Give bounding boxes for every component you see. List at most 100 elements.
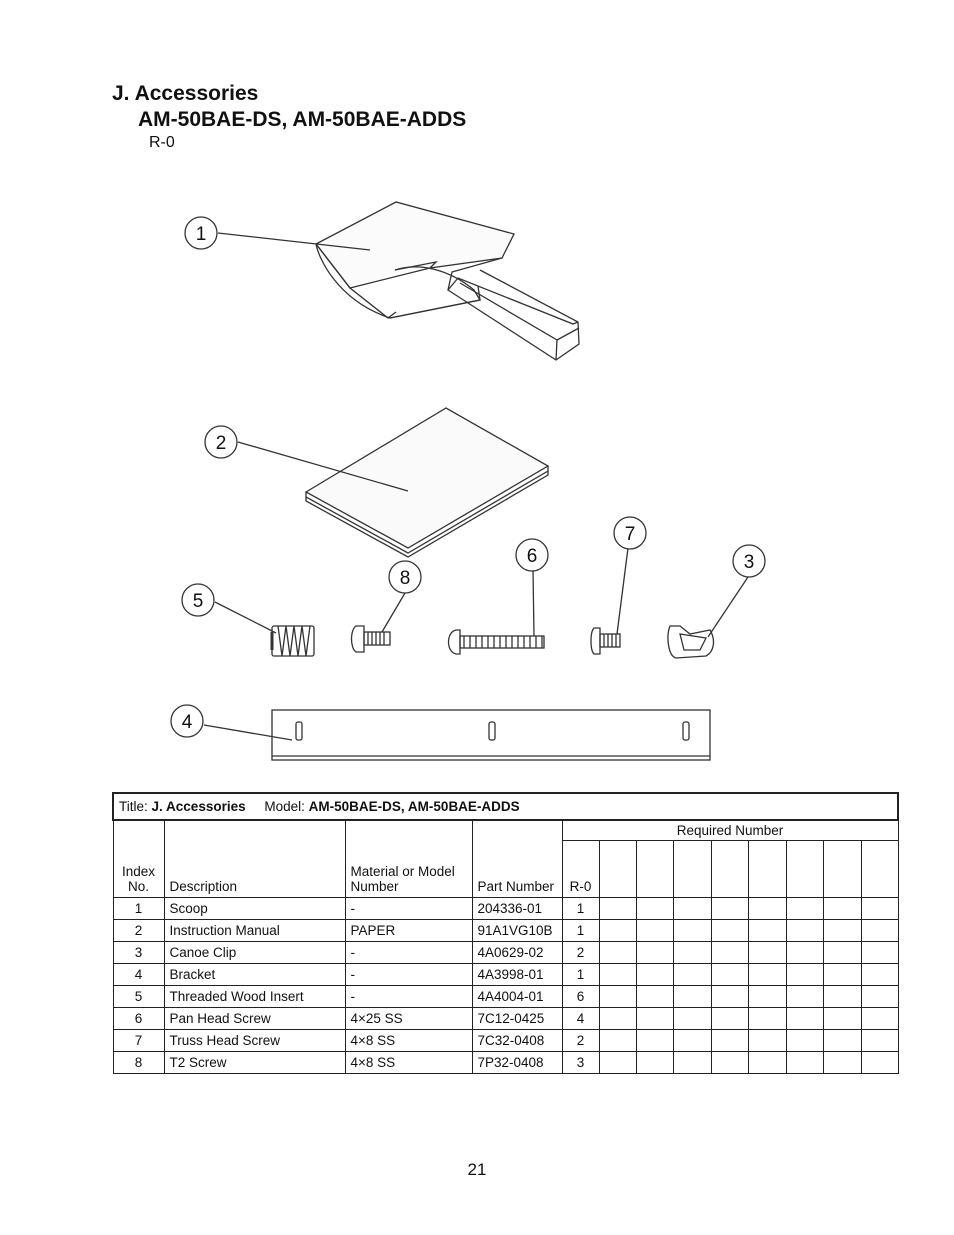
row-part-number: 4A0629-02: [471, 941, 563, 964]
row-material: -: [344, 941, 473, 964]
row-quantity-r0: 2: [561, 1029, 600, 1052]
row-empty-cell: [785, 1029, 824, 1052]
row-empty-cell: [747, 897, 787, 920]
row-empty-cell: [598, 1029, 637, 1052]
table-title-row: Title: J. Accessories Model: AM-50BAE-DS…: [112, 792, 899, 821]
exploded-parts-diagram: 1 2 3 4 5 6 7 8: [170, 201, 766, 761]
manual-illustration: [304, 407, 550, 558]
row-empty-cell: [672, 963, 712, 986]
row-empty-cell: [860, 897, 899, 920]
row-description: Scoop: [163, 897, 346, 920]
row-empty-cell: [710, 1051, 749, 1074]
row-empty-cell: [635, 919, 674, 942]
row-empty-cell: [822, 963, 862, 986]
row-empty-cell: [598, 1051, 637, 1074]
title-label: Title:: [119, 799, 148, 814]
row-index: 5: [112, 985, 165, 1008]
row-quantity-r0: 1: [561, 919, 600, 942]
callout-4: 4: [182, 712, 193, 733]
row-empty-cell: [785, 919, 824, 942]
row-empty-cell: [785, 897, 824, 920]
row-part-number: 204336-01: [471, 897, 563, 920]
row-empty-cell: [635, 1051, 674, 1074]
row-empty-cell: [710, 919, 749, 942]
row-empty-cell: [710, 897, 749, 920]
row-part-number: 7P32-0408: [471, 1051, 563, 1074]
callout-5: 5: [193, 591, 204, 612]
revision-label: R-0: [149, 134, 175, 151]
header-index: Index No.: [112, 819, 165, 898]
row-empty-cell: [635, 963, 674, 986]
row-index: 4: [112, 963, 165, 986]
row-empty-cell: [598, 985, 637, 1008]
row-empty-cell: [747, 1051, 787, 1074]
row-material: 4×8 SS: [344, 1029, 473, 1052]
row-empty-cell: [672, 897, 712, 920]
row-index: 7: [112, 1029, 165, 1052]
bracket-illustration: [271, 709, 711, 761]
row-empty-cell: [635, 985, 674, 1008]
row-empty-cell: [860, 1029, 899, 1052]
t2-screw-illustration: [350, 625, 391, 653]
row-empty-cell: [710, 1007, 749, 1030]
row-empty-cell: [710, 985, 749, 1008]
row-empty-cell: [598, 897, 637, 920]
canoe-clip-illustration: [667, 625, 715, 659]
pan-head-screw-illustration: [447, 629, 545, 655]
row-quantity-r0: 3: [561, 1051, 600, 1074]
row-part-number: 7C32-0408: [471, 1029, 563, 1052]
section-title: J. Accessories: [112, 82, 259, 105]
row-empty-cell: [635, 1029, 674, 1052]
row-description: Pan Head Screw: [163, 1007, 346, 1030]
row-empty-cell: [598, 941, 637, 964]
row-empty-cell: [785, 985, 824, 1008]
row-empty-cell: [860, 919, 899, 942]
row-empty-cell: [822, 919, 862, 942]
row-empty-cell: [822, 941, 862, 964]
row-index: 2: [112, 919, 165, 942]
row-empty-cell: [822, 1029, 862, 1052]
row-index: 3: [112, 941, 165, 964]
row-empty-cell: [822, 985, 862, 1008]
row-empty-cell: [598, 919, 637, 942]
callout-2: 2: [216, 433, 227, 454]
row-empty-cell: [635, 1007, 674, 1030]
row-empty-cell: [860, 1007, 899, 1030]
row-quantity-r0: 1: [561, 963, 600, 986]
model-label: Model:: [264, 799, 305, 814]
row-empty-cell: [822, 897, 862, 920]
row-empty-cell: [672, 985, 712, 1008]
scoop-illustration: [315, 201, 580, 361]
row-empty-cell: [635, 897, 674, 920]
row-empty-cell: [672, 1029, 712, 1052]
row-empty-cell: [860, 963, 899, 986]
callout-6: 6: [527, 546, 538, 567]
callout-3: 3: [744, 552, 755, 573]
row-empty-cell: [672, 1051, 712, 1074]
row-empty-cell: [860, 1051, 899, 1074]
row-empty-cell: [860, 941, 899, 964]
row-empty-cell: [598, 1007, 637, 1030]
row-index: 1: [112, 897, 165, 920]
row-quantity-r0: 6: [561, 985, 600, 1008]
row-description: T2 Screw: [163, 1051, 346, 1074]
model-heading: AM-50BAE-DS, AM-50BAE-ADDS: [138, 108, 467, 131]
wood-insert-illustration: [270, 625, 315, 657]
model-value: AM-50BAE-DS, AM-50BAE-ADDS: [308, 799, 520, 814]
row-material: 4×25 SS: [344, 1007, 473, 1030]
header-required-number: Required Number: [561, 819, 899, 841]
row-material: PAPER: [344, 919, 473, 942]
callout-7: 7: [625, 524, 636, 545]
callout-1: 1: [196, 224, 207, 245]
row-material: -: [344, 963, 473, 986]
row-empty-cell: [785, 941, 824, 964]
row-empty-cell: [822, 1007, 862, 1030]
row-description: Truss Head Screw: [163, 1029, 346, 1052]
row-description: Canoe Clip: [163, 941, 346, 964]
row-quantity-r0: 4: [561, 1007, 600, 1030]
row-material: -: [344, 985, 473, 1008]
row-empty-cell: [672, 1007, 712, 1030]
row-quantity-r0: 2: [561, 941, 600, 964]
